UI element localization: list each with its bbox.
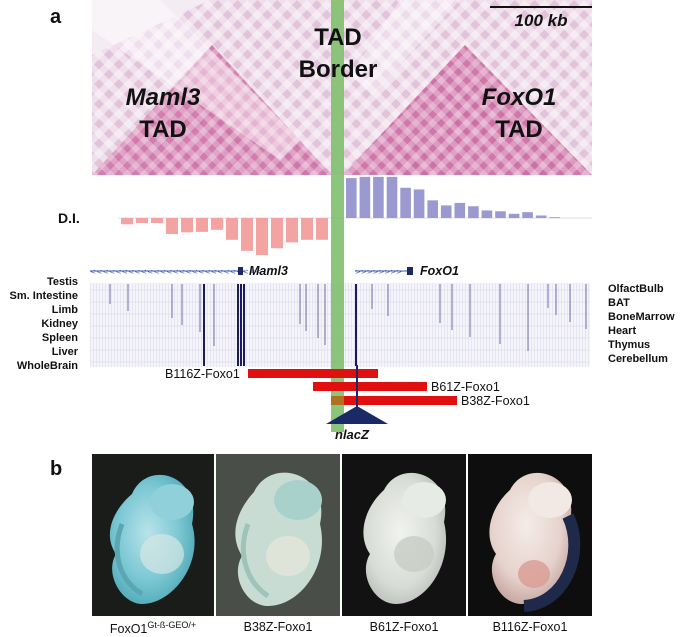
tad-border-band xyxy=(331,0,344,432)
tad-border-line2: Border xyxy=(298,56,378,83)
di-bar-positive-14 xyxy=(535,215,547,218)
di-axis-label: D.I. xyxy=(58,210,80,226)
gene-track: <<<<<<<<<<<<<<<<<<<<<<<<<<< >>>>>>>> xyxy=(90,267,413,276)
di-bar-negative-1 xyxy=(136,218,148,223)
foxo1-tad-gene: FoxO1 xyxy=(481,84,557,111)
di-bar-negative-2 xyxy=(151,218,163,223)
caption-3: B61Z-Foxo1 xyxy=(369,620,439,634)
di-bar-positive-6 xyxy=(427,200,438,218)
caption-1-superscript: Gt-ß-GEO/+ xyxy=(147,620,197,630)
di-bar-positive-12 xyxy=(508,213,520,218)
svg-text:<<<<<<<<<<<<<<<<<<<<<<<<<<<: <<<<<<<<<<<<<<<<<<<<<<<<<<< xyxy=(90,268,262,276)
di-bar-negative-8 xyxy=(241,218,253,251)
maml3-tad-gene: Maml3 xyxy=(125,84,201,111)
di-bar-positive-1 xyxy=(359,176,371,219)
tissue-label: BAT xyxy=(608,297,630,309)
tissue-label: WholeBrain xyxy=(16,360,78,372)
tissue-label: OlfactBulb xyxy=(608,283,664,295)
svg-text:>>>>>>>>: >>>>>>>> xyxy=(355,268,402,276)
di-bar-negative-12 xyxy=(301,218,313,240)
di-bar-positive-7 xyxy=(440,205,452,218)
di-bar-negative-5 xyxy=(196,218,208,232)
tissue-label: Sm. Intestine xyxy=(9,290,78,302)
construct-label-b61z: B61Z-Foxo1 xyxy=(431,380,500,394)
construct-bar-b38z xyxy=(331,396,457,405)
tissue-label: Testis xyxy=(47,276,78,288)
di-bar-positive-13 xyxy=(522,212,533,219)
di-bar-positive-10 xyxy=(481,210,493,219)
caption-2: B38Z-Foxo1 xyxy=(243,620,313,634)
scale-bar-label: 100 kb xyxy=(515,11,568,30)
di-bars xyxy=(121,176,560,255)
di-bar-negative-13 xyxy=(316,218,328,240)
tissue-label: Spleen xyxy=(41,332,78,344)
tissue-label: Limb xyxy=(51,304,78,316)
embryo-image-4 xyxy=(468,454,592,616)
maml3-tad-suffix: TAD xyxy=(139,116,187,143)
di-bar-positive-3 xyxy=(386,176,398,219)
gene-label-maml3: Maml3 xyxy=(249,264,288,278)
di-bar-positive-9 xyxy=(468,206,479,219)
tissue-label: BoneMarrow xyxy=(608,311,675,323)
di-bar-negative-4 xyxy=(181,218,193,233)
di-bar-negative-0 xyxy=(121,218,133,225)
di-bar-positive-15 xyxy=(549,217,560,218)
di-bar-positive-4 xyxy=(400,187,411,218)
di-bar-positive-11 xyxy=(495,211,506,218)
construct-label-b38z: B38Z-Foxo1 xyxy=(461,394,530,408)
tissue-label: Liver xyxy=(51,346,78,358)
tissue-label: Cerebellum xyxy=(608,353,668,365)
panel-a-letter: a xyxy=(50,6,62,28)
caption-1: FoxO1Gt-ß-GEO/+ xyxy=(92,620,214,636)
nlacz-reporter-triangle xyxy=(326,406,388,424)
embryo-image-1 xyxy=(92,454,214,616)
gene-label-foxo1: FoxO1 xyxy=(420,264,459,278)
tissue-label: Heart xyxy=(608,325,637,337)
di-bar-positive-8 xyxy=(454,202,466,218)
di-bar-negative-10 xyxy=(271,218,283,249)
di-bar-negative-9 xyxy=(256,218,268,255)
construct-bar-b116z xyxy=(248,369,378,378)
maml3-tad-label: Maml3 TAD xyxy=(108,82,218,146)
caption-1-main: FoxO1 xyxy=(109,622,148,637)
foxo1-tad-suffix: TAD xyxy=(495,116,543,143)
tissue-label: Thymus xyxy=(608,339,651,351)
di-bar-negative-11 xyxy=(286,218,298,243)
construct-bar-b61z xyxy=(313,382,427,391)
di-bar-negative-6 xyxy=(211,218,223,230)
panel-b-letter: b xyxy=(50,458,63,480)
foxo1-tad-label: FoxO1 TAD xyxy=(464,82,574,146)
tissue-label: Kidney xyxy=(41,318,78,330)
nlacz-label: nlacZ xyxy=(335,427,369,442)
di-bar-negative-3 xyxy=(166,218,178,234)
construct-label-b116z: B116Z-Foxo1 xyxy=(165,367,240,381)
tad-border-label: TAD Border xyxy=(288,22,388,86)
caption-4: B116Z-Foxo1 xyxy=(492,620,568,634)
di-bar-positive-0 xyxy=(346,178,357,218)
di-bar-positive-5 xyxy=(413,189,425,219)
tad-border-line1: TAD xyxy=(314,24,362,51)
embryo-image-3 xyxy=(342,454,466,616)
di-bar-negative-7 xyxy=(226,218,238,240)
di-bar-positive-2 xyxy=(373,176,384,219)
embryo-image-2 xyxy=(216,454,340,616)
